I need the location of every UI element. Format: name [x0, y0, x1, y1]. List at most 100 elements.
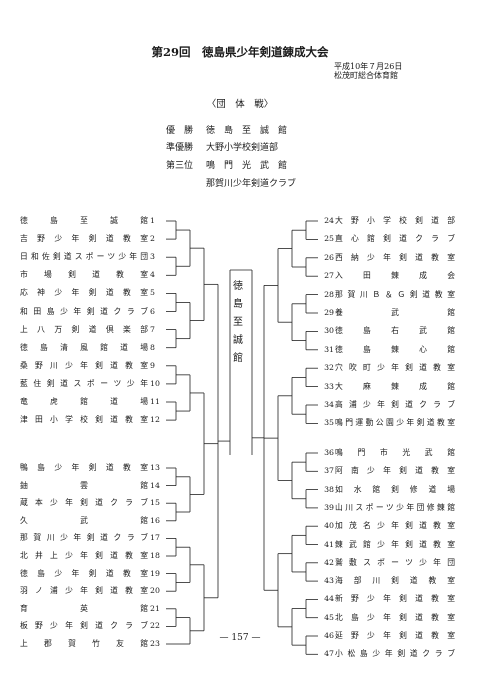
team-number: 6 [150, 306, 155, 316]
team-number: 38 [324, 484, 334, 494]
team-number: 29 [324, 308, 334, 317]
right-entry: 31徳島錬心館 [318, 345, 468, 355]
award-winner: 優 勝徳 島 至 誠 館 [166, 123, 287, 136]
team-name: 養 武 館 [335, 308, 455, 317]
team-number: 46 [324, 631, 334, 640]
award-runner-up: 準優勝大野小学校剣道部 [166, 140, 278, 153]
team-name: 西納少年剣道教室 [335, 252, 455, 262]
team-number: 39 [324, 502, 334, 512]
team-number: 7 [150, 324, 155, 334]
team-name: 日和佐剣道スポーツ少年団 [20, 252, 148, 262]
team-name: 入田錬成会 [335, 271, 455, 281]
team-number: 18 [150, 551, 160, 560]
award-value: 大野小学校剣道部 [206, 143, 279, 153]
team-name: 鴨島少年剣道教室 [20, 463, 148, 472]
award-third: 第三位鳴 門 光 武 館 [166, 158, 287, 171]
team-name: 鈾 雲 館 [20, 480, 148, 490]
event-venue: 松茂町総合体育館 [334, 71, 398, 80]
team-number: 25 [324, 234, 334, 244]
team-number: 19 [150, 568, 160, 578]
team-number: 32 [324, 363, 334, 373]
team-number: 27 [324, 271, 334, 281]
right-entry: 41錬武館少年剣道教室 [318, 540, 468, 550]
right-entry: 39山川スポーツ少年団修錬館 [318, 503, 468, 513]
team-name: 延野少年剣道教室 [335, 631, 455, 640]
right-entry: 24大野小学校剣道部 [318, 216, 468, 226]
right-entry: 26西納少年剣道教室 [318, 253, 468, 263]
team-name: 鳴門市光武館 [335, 448, 455, 457]
team-number: 44 [324, 594, 334, 604]
team-name: 鷲敷スポーツ少年団 [335, 557, 455, 567]
team-number: 36 [324, 448, 334, 457]
team-number: 33 [324, 381, 334, 391]
team-name: 吉野少年剣道教室 [20, 234, 148, 244]
team-name: 新野少年剣道教室 [335, 594, 455, 604]
team-number: 12 [150, 415, 160, 425]
team-number: 26 [324, 252, 334, 262]
right-entry: 29養 武 館 [318, 308, 468, 318]
right-entry: 40加茂名少年剣道教室 [318, 521, 468, 531]
team-number: 45 [324, 612, 334, 622]
right-entry: 34高浦少年剣道クラブ [318, 400, 468, 410]
team-name: 徳 島 至 誠 館 [20, 216, 148, 225]
right-entry: 44新野少年剣道教室 [318, 594, 468, 604]
team-name: 藍住剣道スポーツ少年 [20, 378, 148, 388]
team-name: 那賀川Ｂ＆Ｇ剣道教室 [335, 289, 455, 299]
team-name: 山川スポーツ少年団修錬館 [335, 502, 455, 512]
team-name: 加茂名少年剣道教室 [335, 521, 455, 531]
team-number: 34 [324, 400, 334, 409]
team-number: 41 [324, 539, 334, 549]
team-name: 徳島錬心館 [335, 344, 455, 354]
team-number: 42 [324, 557, 334, 567]
team-name: 大麻錬成館 [335, 381, 455, 391]
team-number: 8 [150, 342, 155, 352]
team-name: 徳島右武館 [335, 326, 455, 336]
team-name: 北井上少年剣道教室 [20, 551, 148, 560]
team-number: 43 [324, 576, 334, 586]
team-name: 徳島清風館道場 [20, 342, 148, 352]
team-number: 31 [324, 344, 334, 354]
right-entry: 37阿南少年剣道教室 [318, 466, 468, 476]
team-name: 市場剣道教室 [20, 270, 148, 280]
champion-vertical-name: 徳島至誠館 [232, 278, 244, 368]
right-entry: 32穴吹町少年剣道教室 [318, 363, 468, 373]
right-entry: 30徳島右武館 [318, 326, 468, 336]
team-name: 那賀川少年剣道クラブ [20, 533, 148, 543]
team-number: 14 [150, 480, 160, 490]
team-name: 大野小学校剣道部 [335, 216, 455, 225]
right-entry: 43海部川剣道教室 [318, 576, 468, 586]
team-number: 9 [150, 360, 155, 370]
team-number: 28 [324, 289, 334, 299]
team-number: 40 [324, 521, 334, 531]
team-name: 上八万剣道倶楽部 [20, 324, 148, 334]
team-name: 海部川剣道教室 [335, 576, 455, 586]
award-value: 鳴 門 光 武 館 [206, 161, 288, 171]
page-title: 第29回 徳島県少年剣道錬成大会 [151, 45, 329, 59]
team-name: 応神少年剣道教室 [20, 288, 148, 298]
team-number: 1 [150, 216, 155, 225]
champion-char: 館 [233, 353, 243, 364]
team-number: 30 [324, 326, 334, 336]
team-name: 板野少年剣道クラブ [20, 621, 148, 631]
team-name: 津田小学校剣道教室 [20, 415, 148, 425]
award-third-2: 那賀川少年剣道クラブ [166, 176, 296, 189]
champion-char: 誠 [233, 335, 243, 346]
team-name: 錬武館少年剣道教室 [335, 539, 455, 549]
champion-char: 島 [233, 299, 243, 310]
award-label: 優 勝 [166, 126, 194, 136]
